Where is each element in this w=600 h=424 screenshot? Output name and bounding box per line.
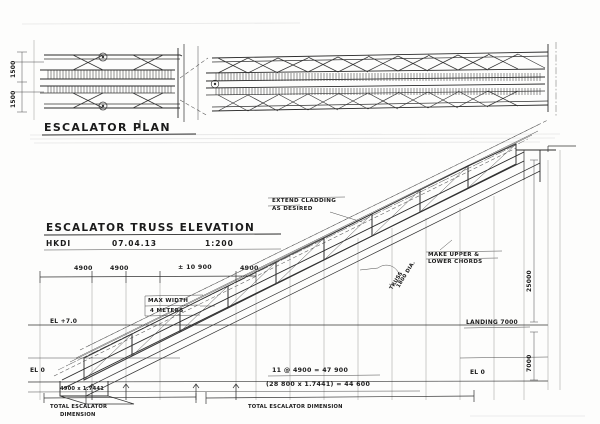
truss-web-members bbox=[83, 143, 517, 381]
elevation-title-block: ESCALATOR TRUSS ELEVATION HKDI 07.04.13 … bbox=[43, 222, 282, 251]
top-dim-4: 4900 bbox=[240, 265, 259, 272]
note-landing: LANDING 7000 bbox=[466, 319, 518, 326]
plan-treads-right-upper bbox=[215, 73, 541, 81]
dim-overall-height: 25000 bbox=[526, 270, 533, 292]
leader-chords bbox=[439, 239, 453, 251]
dim-landing-vertical: 7000 bbox=[526, 355, 533, 373]
plan-treads-right-lower bbox=[215, 88, 541, 95]
level-label-lower-left: EL 0 bbox=[30, 367, 45, 374]
elevation-top-dimension-string: 4900 4900 ± 10 900 4900 bbox=[39, 264, 259, 283]
top-dim-2: 4900 bbox=[110, 265, 129, 272]
total-escalator-left-line2: DIMENSION bbox=[60, 412, 96, 418]
plan-node-markers-left bbox=[98, 52, 108, 111]
total-escalator-left-line1: TOTAL ESCALATOR bbox=[50, 404, 107, 410]
plan-dim-bottom: 1500 bbox=[10, 91, 17, 109]
note-chords-line2: LOWER CHORDS bbox=[428, 259, 483, 265]
left-small-dim: 4900 x 1.7441 bbox=[60, 386, 104, 392]
top-dim-3: ± 10 900 bbox=[178, 264, 212, 271]
elevation-project-code: HKDI bbox=[46, 239, 71, 248]
plan-treads-left-lower bbox=[47, 86, 172, 93]
total-escalator-dimension: TOTAL ESCALATOR DIMENSION bbox=[248, 404, 343, 410]
plan-treads-left-upper bbox=[47, 70, 172, 79]
elevation-right-dimensions: 25000 LANDING 7000 7000 bbox=[463, 150, 561, 390]
note-chords: MAKE UPPER & LOWER CHORDS bbox=[425, 239, 503, 265]
bottom-dim-line-right bbox=[205, 395, 475, 399]
elevation-subtitle-underline bbox=[43, 248, 282, 251]
note-max-width-line1: MAX WIDTH bbox=[148, 298, 188, 304]
escalator-truss-elevation-view: ESCALATOR TRUSS ELEVATION HKDI 07.04.13 … bbox=[27, 119, 576, 418]
note-extend-cladding-line1: EXTEND CLADDING bbox=[272, 198, 336, 204]
note-max-width-line2: 4 METERS bbox=[150, 308, 184, 314]
plan-title-group: ESCALATOR PLAN bbox=[41, 121, 197, 136]
base-arrows bbox=[88, 383, 240, 400]
note-chords-line1: MAKE UPPER & bbox=[428, 252, 479, 258]
calc-line-1: 11 @ 4900 = 47 900 bbox=[272, 366, 348, 374]
top-dim-1: 4900 bbox=[74, 265, 93, 272]
truss-incline-assembly bbox=[53, 119, 576, 405]
plan-title: ESCALATOR PLAN bbox=[44, 121, 171, 134]
escalator-plan-view: 1500 1500 bbox=[10, 40, 557, 136]
bottom-dim-line-left bbox=[43, 396, 197, 399]
calc-line-2: (28 800 x 1.7441) = 44 600 bbox=[266, 381, 370, 388]
truss-cladding-envelope bbox=[79, 119, 549, 351]
level-line-lower bbox=[27, 390, 421, 393]
level-line-mid-right bbox=[459, 356, 549, 359]
plan-title-underline bbox=[41, 133, 197, 136]
level-label-lower-right: EL 0 bbox=[470, 369, 485, 376]
truss-lower-landing bbox=[59, 381, 135, 405]
plan-run-right bbox=[205, 42, 557, 116]
elevation-vertical-grid bbox=[39, 180, 525, 400]
elevation-bottom-dimension-strings: 4900 x 1.7441 TOTAL ESCALATOR DIMENSION … bbox=[43, 383, 475, 418]
plan-node-markers-right bbox=[210, 79, 220, 89]
elevation-bottom-calculations: 11 @ 4900 = 47 900 (28 800 x 1.7441) = 4… bbox=[266, 366, 381, 388]
plan-grid-lines bbox=[14, 40, 44, 120]
plan-break-region bbox=[139, 44, 209, 130]
truss-upper-landing bbox=[516, 145, 576, 182]
plan-dim-top: 1500 bbox=[10, 61, 17, 79]
plan-run-left bbox=[40, 52, 183, 111]
note-extend-cladding-line2: AS DESIRED bbox=[272, 206, 313, 212]
elevation-date: 07.04.13 bbox=[112, 239, 157, 248]
elevation-title-underline bbox=[43, 233, 282, 236]
leader-truss-size bbox=[359, 267, 379, 271]
plan-bracing-left bbox=[72, 54, 164, 109]
plan-bracing-right bbox=[217, 53, 546, 112]
level-label-upper: EL +7.0 bbox=[50, 318, 77, 325]
elevation-level-labels: EL +7.0 EL 0 EL 0 bbox=[30, 318, 485, 376]
elevation-title: ESCALATOR TRUSS ELEVATION bbox=[46, 222, 255, 234]
elevation-scale: 1:200 bbox=[205, 239, 234, 248]
top-dim-line bbox=[39, 275, 257, 278]
